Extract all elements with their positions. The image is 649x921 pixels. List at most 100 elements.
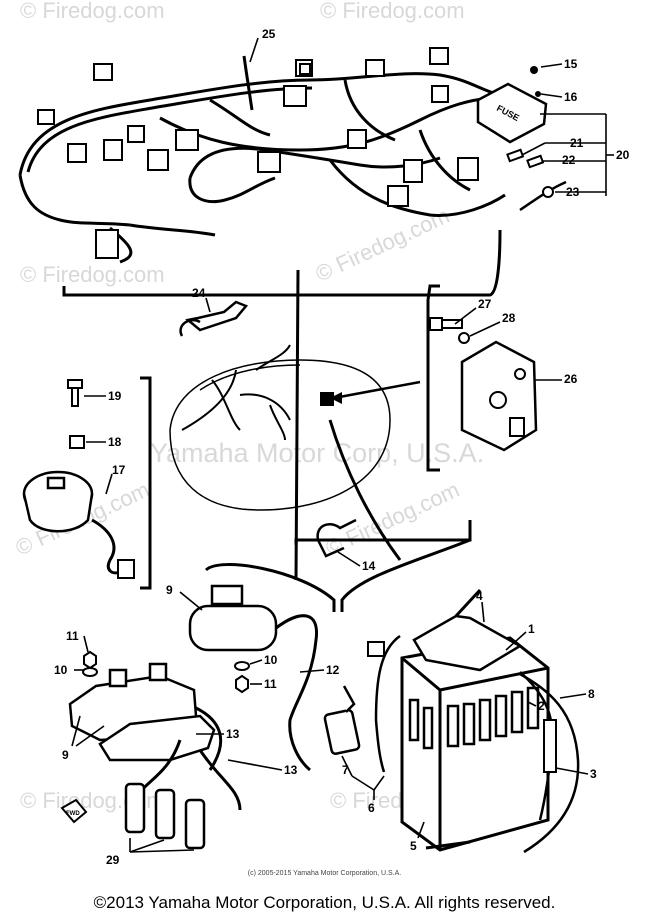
callout-18: 18 — [108, 435, 122, 449]
callout-21: 21 — [570, 136, 584, 150]
ignition-wire — [92, 520, 120, 573]
connector — [118, 560, 134, 578]
connector — [148, 150, 168, 170]
front-tag-label: FWD — [66, 811, 80, 817]
connector — [300, 64, 310, 74]
wire-harness — [20, 74, 505, 262]
fuse-holder-wire — [520, 182, 566, 210]
callout-12: 12 — [326, 663, 340, 677]
headlight-shell — [170, 360, 390, 510]
group-bracket — [206, 565, 334, 612]
clamp — [318, 520, 356, 556]
terminal — [368, 642, 384, 656]
group-line — [330, 420, 400, 560]
watermark: © Firedog.com — [20, 262, 165, 287]
harness-band — [244, 56, 252, 110]
callout-7: 7 — [342, 763, 349, 777]
battery-lead — [376, 636, 400, 772]
screw — [535, 91, 541, 97]
connector — [128, 126, 144, 142]
group-bracket — [296, 520, 470, 545]
nut — [236, 676, 248, 692]
callout-9: 9 — [166, 583, 173, 597]
callout-26: 26 — [564, 372, 578, 386]
callout-23: 23 — [566, 185, 580, 199]
harness-connectors — [38, 48, 478, 258]
spark-plug-cap — [126, 784, 204, 848]
connector — [404, 160, 422, 182]
screw — [68, 380, 82, 406]
callout-3: 3 — [590, 767, 597, 781]
callout-13: 13 — [284, 763, 298, 777]
callout-4: 4 — [476, 589, 483, 603]
fuse-box: FUSE — [478, 84, 546, 142]
callout-11: 11 — [66, 629, 79, 643]
watermark: © Firedog.com — [320, 0, 465, 23]
washer — [83, 668, 97, 676]
ignition-coil-pair — [70, 664, 214, 760]
nut — [84, 652, 96, 668]
connector — [458, 158, 478, 180]
breather-hose — [544, 720, 556, 772]
connector — [430, 48, 448, 64]
callout-6: 6 — [368, 801, 375, 815]
callout-19: 19 — [108, 389, 122, 403]
callout-27: 27 — [478, 297, 492, 311]
fuse-holder — [543, 187, 553, 197]
washer — [235, 662, 249, 670]
callout-28: 28 — [502, 311, 516, 325]
page-copyright: ©2013 Yamaha Motor Corporation, U.S.A. A… — [93, 893, 556, 912]
plug-lead — [196, 708, 221, 770]
screw — [530, 66, 538, 74]
group-line — [296, 270, 298, 580]
connector — [104, 140, 122, 160]
cap — [70, 436, 84, 448]
callout-2: 2 — [538, 699, 545, 713]
battery-breather — [520, 674, 578, 852]
connector — [38, 110, 54, 124]
battery-band-strap — [456, 590, 480, 616]
ignition-switch — [24, 472, 92, 531]
callout-14: 14 — [362, 559, 376, 573]
battery-cells — [410, 688, 538, 748]
wire-clamp — [181, 302, 246, 336]
group-bracket — [342, 540, 470, 612]
connector — [432, 86, 448, 102]
group-bracket — [64, 230, 500, 295]
plug-lead — [200, 750, 240, 810]
shell-wires — [212, 345, 290, 440]
group-line — [182, 370, 236, 430]
callout-5: 5 — [410, 839, 417, 853]
arrow-line — [334, 382, 420, 398]
callout-25: 25 — [262, 27, 276, 41]
arrow-head — [330, 392, 342, 404]
fuse-holder — [324, 686, 360, 754]
connector — [388, 186, 408, 206]
plug-lead — [276, 616, 317, 770]
group-bracket — [428, 286, 440, 470]
callouts: 25 15 16 20 21 22 23 24 27 28 26 19 18 1… — [54, 27, 630, 867]
callout-10: 10 — [54, 663, 68, 677]
callout-22: 22 — [562, 153, 576, 167]
callout-15: 15 — [564, 57, 578, 71]
callout-29: 29 — [106, 853, 120, 867]
watermark-center: Yamaha Motor Corp, U.S.A. — [150, 438, 484, 468]
connector — [68, 144, 86, 162]
callout-16: 16 — [564, 90, 578, 104]
callout-13: 13 — [226, 727, 240, 741]
group-bracket — [140, 378, 150, 588]
callout-11: 11 — [264, 677, 277, 691]
relay — [320, 392, 334, 406]
callout-17: 17 — [112, 463, 126, 477]
callout-24: 24 — [192, 286, 206, 300]
front-tag: FWD — [62, 800, 86, 822]
callout-1: 1 — [528, 622, 535, 636]
battery-cover — [426, 842, 470, 848]
callout-8: 8 — [588, 687, 595, 701]
callout-10: 10 — [264, 653, 278, 667]
washer — [459, 333, 469, 343]
diagram-copyright: (c) 2005-2015 Yamaha Motor Corporation, … — [247, 870, 402, 877]
connector — [284, 86, 306, 106]
connector — [258, 152, 280, 172]
